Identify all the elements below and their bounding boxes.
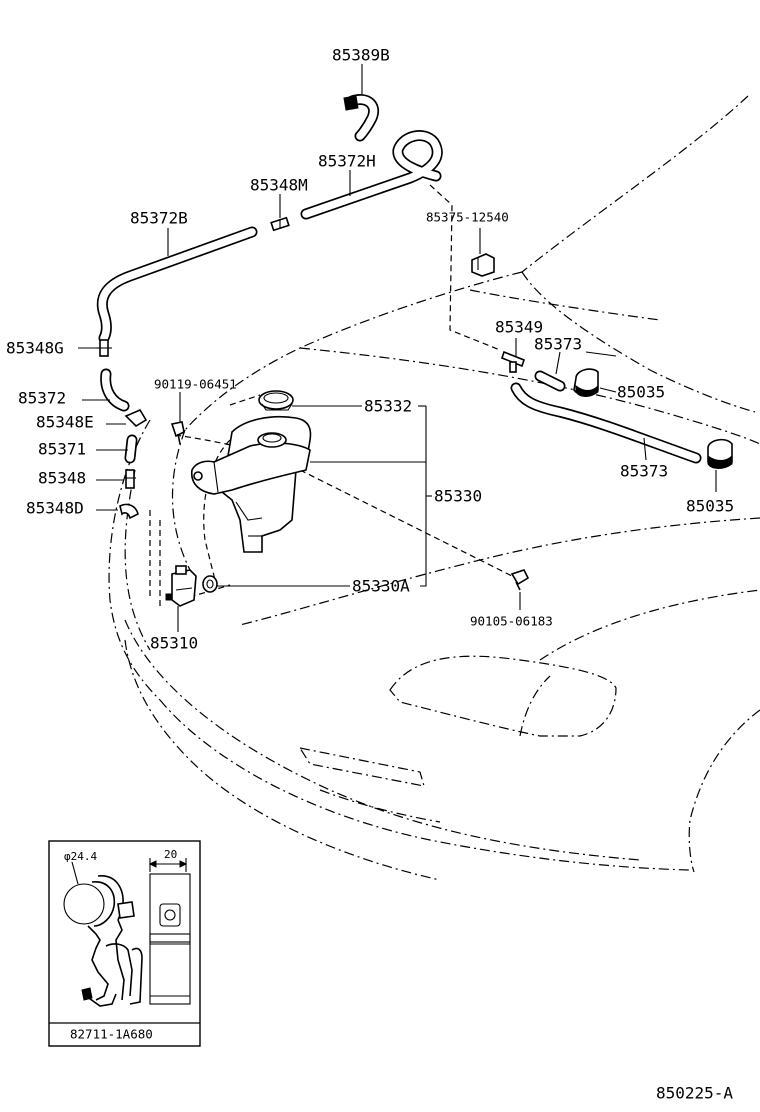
leader-lines bbox=[78, 64, 717, 632]
nozzle-85035-upper[interactable] bbox=[573, 368, 599, 397]
elbow-85348D[interactable] bbox=[119, 503, 139, 520]
connector-85348M[interactable] bbox=[270, 216, 290, 232]
cap-85332[interactable] bbox=[258, 390, 294, 411]
label-85372B: 85372B bbox=[130, 209, 188, 228]
inset-diameter-label: φ24.4 bbox=[64, 850, 97, 863]
label-85371: 85371 bbox=[38, 440, 86, 459]
hose-85371[interactable] bbox=[124, 434, 138, 464]
label-85348D: 85348D bbox=[26, 499, 84, 518]
washer-tank-85330[interactable] bbox=[190, 415, 312, 553]
label-85035-lower: 85035 bbox=[686, 497, 734, 516]
label-85372: 85372 bbox=[18, 389, 66, 408]
label-85310: 85310 bbox=[150, 634, 198, 653]
hose-85373-short[interactable] bbox=[534, 370, 566, 392]
inset-part-number: 82711-1A680 bbox=[70, 1027, 153, 1042]
hose-85372B[interactable] bbox=[96, 226, 258, 344]
label-85332: 85332 bbox=[364, 397, 412, 416]
label-85373-lower: 85373 bbox=[620, 462, 668, 481]
connector-85348G[interactable] bbox=[96, 339, 112, 357]
label-85349: 85349 bbox=[495, 318, 543, 337]
hose-85373-long[interactable] bbox=[510, 382, 702, 464]
tee-85349[interactable] bbox=[501, 350, 525, 373]
label-85375-12540: 85375-12540 bbox=[426, 210, 509, 225]
inset-width-label: 20 bbox=[164, 848, 177, 861]
label-85372H: 85372H bbox=[318, 152, 376, 171]
label-85348: 85348 bbox=[38, 469, 86, 488]
bolt-90119[interactable] bbox=[170, 421, 185, 445]
connector-85348[interactable] bbox=[124, 469, 136, 489]
grommet-85330A[interactable] bbox=[202, 575, 218, 593]
hose-85372[interactable] bbox=[100, 368, 130, 412]
pump-85310[interactable] bbox=[165, 565, 197, 607]
label-85330A: 85330A bbox=[352, 577, 410, 596]
elbow-85348E[interactable] bbox=[124, 408, 148, 428]
figure-code: 850225-A bbox=[656, 1084, 733, 1103]
part-labels: 85389B 85372H 85348M 85372B 85375-12540 … bbox=[6, 46, 734, 653]
label-85348M: 85348M bbox=[250, 176, 308, 195]
label-85348E: 85348E bbox=[36, 413, 94, 432]
label-85348G: 85348G bbox=[6, 339, 64, 358]
label-85389B: 85389B bbox=[332, 46, 390, 65]
bolt-90105[interactable] bbox=[510, 569, 530, 591]
label-85373-upper: 85373 bbox=[534, 335, 582, 354]
inset-clip-detail: 82711-1A680 φ24.4 20 bbox=[48, 840, 201, 1047]
hose-85389B[interactable] bbox=[343, 94, 379, 142]
label-90105-06183: 90105-06183 bbox=[470, 614, 553, 629]
hose-85372H[interactable] bbox=[300, 130, 443, 220]
label-90119-06451: 90119-06451 bbox=[154, 377, 237, 392]
label-85330: 85330 bbox=[434, 487, 482, 506]
cable-circle bbox=[63, 883, 105, 925]
bracket-85375[interactable] bbox=[471, 253, 495, 277]
label-85035-upper: 85035 bbox=[617, 383, 665, 402]
nozzle-85035-lower[interactable] bbox=[707, 438, 733, 469]
